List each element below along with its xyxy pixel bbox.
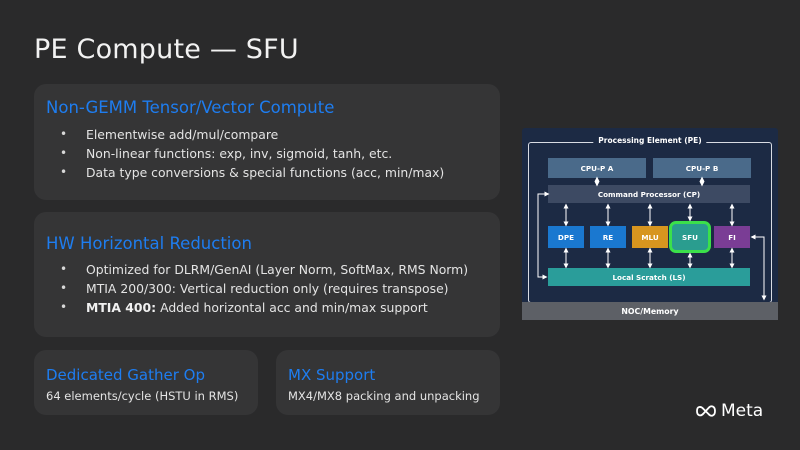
dpe-block: DPE: [548, 226, 584, 248]
cpu-a-block: CPU-P A: [548, 158, 646, 178]
slide-title: PE Compute — SFU: [34, 34, 299, 65]
card-mx-heading: MX Support: [288, 366, 376, 384]
meta-infinity-icon: [696, 405, 716, 417]
card-gather-heading: Dedicated Gather Op: [46, 366, 206, 384]
card-mx-body: MX4/MX8 packing and unpacking: [288, 389, 480, 403]
diagram-arrows: [537, 176, 767, 301]
bullet-item: Non-linear functions: exp, inv, sigmoid,…: [60, 144, 444, 163]
card-non-gemm: Non-GEMM Tensor/Vector Compute Elementwi…: [34, 84, 500, 200]
card-non-gemm-heading: Non-GEMM Tensor/Vector Compute: [46, 98, 335, 117]
meta-wordmark: Meta: [721, 401, 764, 421]
bullet-item: Optimized for DLRM/GenAI (Layer Norm, So…: [60, 260, 468, 279]
card-gather: Dedicated Gather Op 64 elements/cycle (H…: [34, 350, 258, 415]
pe-frame-label: Processing Element (PE): [593, 136, 707, 145]
bullet-item: Elementwise add/mul/compare: [60, 125, 444, 144]
pe-diagram: Processing Element (PE) CPU-P A CPU-P B …: [522, 128, 778, 320]
bullet-item: MTIA 400: Added horizontal acc and min/m…: [60, 298, 468, 317]
arrow-fi-noc: [750, 234, 767, 301]
card-non-gemm-bullets: Elementwise add/mul/compare Non-linear f…: [60, 125, 444, 182]
bullet-item: Data type conversions & special function…: [60, 163, 444, 182]
re-block: RE: [590, 226, 626, 248]
arrow-cp-ls-loop: [537, 191, 550, 280]
card-hw-reduction-bullets: Optimized for DLRM/GenAI (Layer Norm, So…: [60, 260, 468, 317]
bullet-rest: Added horizontal acc and min/max support: [156, 300, 428, 315]
card-hw-reduction: HW Horizontal Reduction Optimized for DL…: [34, 212, 500, 337]
local-scratch-block: Local Scratch (LS): [548, 268, 750, 286]
card-gather-body: 64 elements/cycle (HSTU in RMS): [46, 389, 239, 403]
card-hw-reduction-heading: HW Horizontal Reduction: [46, 234, 252, 253]
fi-block: FI: [714, 226, 750, 248]
card-mx: MX Support MX4/MX8 packing and unpacking: [276, 350, 500, 415]
noc-memory-bar: NOC/Memory: [522, 302, 778, 320]
sfu-block: SFU: [669, 221, 711, 253]
command-processor-block: Command Processor (CP): [548, 185, 750, 203]
bullet-item: MTIA 200/300: Vertical reduction only (r…: [60, 279, 468, 298]
cpu-b-block: CPU-P B: [653, 158, 751, 178]
mlu-block: MLU: [632, 226, 668, 248]
meta-logo: Meta: [695, 401, 763, 421]
bullet-bold-prefix: MTIA 400:: [86, 300, 157, 315]
